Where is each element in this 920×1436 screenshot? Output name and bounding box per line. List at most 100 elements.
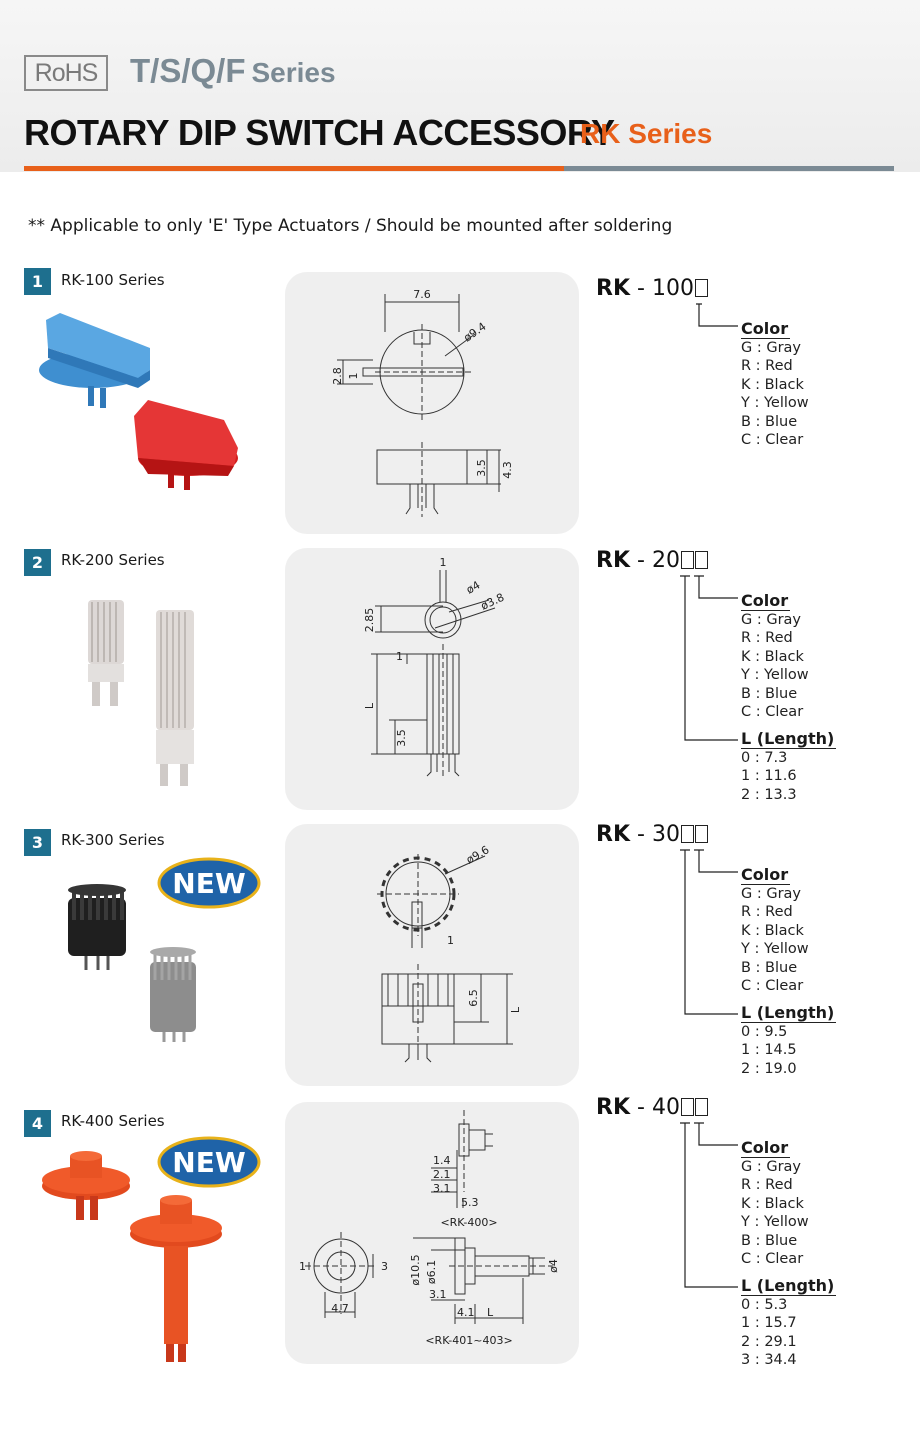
- drawing-panel: ø9.6 1 6.5 L: [285, 824, 579, 1086]
- dim-label: 3.5: [395, 729, 408, 747]
- mounting-note: ** Applicable to only 'E' Type Actuators…: [28, 216, 673, 236]
- dim-label: 1: [447, 934, 454, 947]
- dim-label: ø9.6: [464, 843, 491, 866]
- rk100-drawing: 7.6 ø9.4 2.8 1 3.5 4.3: [331, 288, 514, 517]
- color-options: G : Gray R : Red K : Black Y : Yellow B …: [741, 611, 809, 721]
- code-separator: -: [637, 548, 645, 573]
- short-orange-knob-image: [42, 1151, 130, 1220]
- section-label: RK-100 Series: [61, 271, 165, 289]
- drawing-panel: 1.4 2.1 3.1 5.3 <RK-400> 1 3 4.7 ø10.5 ø…: [285, 1102, 579, 1364]
- color-options: G : Gray R : Red K : Black Y : Yellow B …: [741, 885, 809, 995]
- color-options: G : Gray R : Red K : Black Y : Yellow B …: [741, 339, 809, 449]
- length-heading: L (Length): [741, 729, 837, 749]
- dim-label: 3.5: [475, 459, 488, 477]
- color-option: C : Clear: [741, 704, 804, 721]
- dim-label: L: [509, 1006, 522, 1013]
- code-placeholder-box: [694, 551, 708, 569]
- rk400-photo: [42, 1151, 222, 1362]
- length-option: 1 : 15.7: [741, 1315, 797, 1332]
- length-option: 0 : 5.3: [741, 1297, 788, 1313]
- rk200-drawing: 1 ø4 ø3.8 2.85 1 L 3.5: [363, 556, 506, 778]
- length-option: 2 : 29.1: [741, 1333, 797, 1350]
- dim-label: 5.3: [461, 1196, 479, 1209]
- dim-label: ø9.4: [461, 320, 488, 345]
- color-options: G : Gray R : Red K : Black Y : Yellow B …: [741, 1158, 809, 1268]
- code-body: 30: [651, 822, 680, 847]
- blue-knob-image: [39, 313, 150, 408]
- series-code: T/S/Q/F: [130, 52, 246, 89]
- length-options: 0 : 5.3 1 : 15.7 2 : 29.1 3 : 34.4: [741, 1296, 797, 1370]
- dim-label: 4.7: [331, 1302, 349, 1315]
- color-heading: Color: [741, 1138, 791, 1158]
- code-body: 100: [651, 276, 694, 301]
- length-option: 1 : 14.5: [741, 1042, 797, 1059]
- new-badge-label: NEW: [172, 867, 246, 900]
- color-heading: Color: [741, 591, 791, 611]
- length-option: 0 : 7.3: [741, 750, 788, 766]
- drawing-caption: <RK-400>: [440, 1216, 497, 1229]
- rk300-photo: [68, 884, 196, 1042]
- code-placeholder-box: [694, 279, 708, 297]
- part-code: RK - 20: [596, 548, 708, 573]
- code-prefix: RK: [596, 822, 630, 847]
- section-number: 3: [24, 829, 51, 856]
- gray-knob-image: [150, 947, 196, 1042]
- length-options: 0 : 7.3 1 : 11.6 2 : 13.3: [741, 749, 797, 804]
- length-options: 0 : 9.5 1 : 14.5 2 : 19.0: [741, 1023, 797, 1078]
- code-tree-lines: [696, 303, 738, 327]
- rk300-drawing: ø9.6 1 6.5 L: [377, 843, 522, 1063]
- code-separator: -: [637, 822, 645, 847]
- color-option: Y : Yellow: [741, 667, 809, 684]
- code-prefix: RK: [596, 548, 630, 573]
- color-option: K : Black: [741, 376, 804, 393]
- red-knob-image: [134, 400, 238, 490]
- short-shaft-image: [88, 600, 124, 706]
- black-knob-image: [68, 884, 126, 970]
- section-label: RK-300 Series: [61, 831, 165, 849]
- section-number: 1: [24, 268, 51, 295]
- length-option: 3 : 34.4: [741, 1352, 797, 1369]
- dim-label: 4.1: [457, 1306, 475, 1319]
- color-option: G : Gray: [741, 886, 802, 902]
- header-band: [0, 0, 920, 172]
- code-placeholder-box: [694, 1098, 708, 1116]
- color-option: B : Blue: [741, 685, 798, 702]
- dim-label: 3.1: [429, 1288, 447, 1301]
- color-option: R : Red: [741, 904, 793, 921]
- part-code: RK - 100: [596, 276, 708, 301]
- color-option: C : Clear: [741, 978, 804, 995]
- color-option: R : Red: [741, 630, 793, 647]
- title-rule-gray: [564, 166, 894, 171]
- code-prefix: RK: [596, 1095, 630, 1120]
- dim-label: 3: [381, 1260, 388, 1273]
- dim-label: 4.3: [501, 461, 514, 479]
- color-option: Y : Yellow: [741, 1214, 809, 1231]
- length-heading: L (Length): [741, 1003, 837, 1023]
- rohs-mark: RoHS: [24, 55, 108, 91]
- color-option: G : Gray: [741, 612, 802, 628]
- new-badge: NEW: [157, 857, 261, 909]
- color-option: G : Gray: [741, 340, 802, 356]
- code-body: 20: [651, 548, 680, 573]
- dim-label: 1: [440, 556, 447, 569]
- code-tree-lines: [680, 849, 738, 1015]
- code-tree-lines: [680, 1122, 738, 1288]
- dim-label: 1: [299, 1260, 306, 1273]
- rk200-photo: [88, 600, 194, 786]
- length-option: 1 : 11.6: [741, 768, 797, 785]
- long-orange-knob-image: [130, 1195, 222, 1362]
- dim-label: ø6.1: [425, 1260, 438, 1284]
- code-body: 40: [651, 1095, 680, 1120]
- section-label: RK-200 Series: [61, 551, 165, 569]
- code-separator: -: [637, 276, 645, 301]
- color-option: K : Black: [741, 648, 804, 665]
- code-tree-lines: [680, 575, 738, 741]
- new-badge-label: NEW: [172, 1146, 246, 1179]
- title-rule-orange: [24, 166, 564, 171]
- drawing-panel: 7.6 ø9.4 2.8 1 3.5 4.3: [285, 272, 579, 534]
- dim-label: 7.6: [413, 288, 431, 301]
- section-label: RK-400 Series: [61, 1112, 165, 1130]
- dim-label: ø10.5: [409, 1254, 422, 1285]
- code-placeholder-box: [680, 551, 694, 569]
